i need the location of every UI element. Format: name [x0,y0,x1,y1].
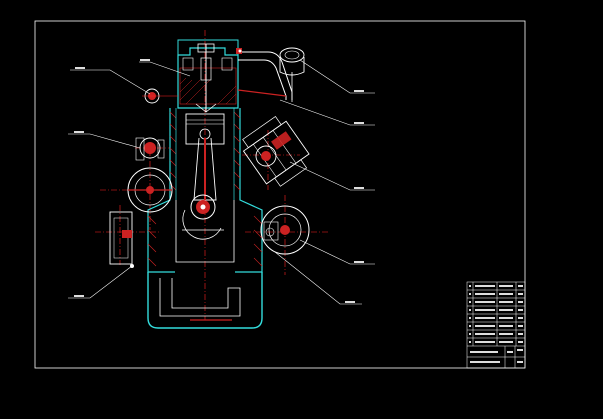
parts-list-row [469,285,523,287]
cylinder-head [177,39,239,113]
parts-list-index-glyph [469,325,471,327]
parts-list-row [467,289,525,295]
parts-list-designation-glyph [475,317,495,319]
parts-list-row [467,313,525,319]
air-filter [279,47,305,102]
engine-section-view [68,30,375,329]
leader-lines [68,59,375,305]
parts-list-name-glyph [499,309,513,311]
parts-list-frame [466,281,526,369]
parts-list-rows [467,285,525,343]
parts-list-row [467,337,525,343]
right-pulley [260,205,310,255]
parts-list-row [467,321,525,327]
parts-list-name-glyph [499,325,513,327]
parts-list-index-glyph [469,333,471,335]
crankshaft [182,194,224,240]
parts-list-name-glyph [499,301,513,303]
parts-list-row [467,305,525,311]
parts-list-index-glyph [469,301,471,303]
parts-list [466,281,526,369]
parts-list-qty-glyph [518,317,523,319]
parts-list-designation-glyph [475,333,495,335]
parts-list-name-glyph [499,317,513,319]
callout-labels [74,59,364,303]
parts-list-qty-glyph [518,285,523,287]
connecting-rod [193,137,217,201]
parts-list-name-glyph [499,285,513,287]
parts-list-designation-glyph [475,285,495,287]
parts-list-name-glyph [499,341,513,343]
parts-list-name-glyph [499,333,513,335]
drawing-frame [34,20,526,369]
parts-list-qty-glyph [518,309,523,311]
parts-list-index-glyph [469,341,471,343]
parts-list-row [467,297,525,303]
parts-list-name-glyph [499,293,513,295]
pump-gear [255,145,277,167]
parts-list-qty-glyph [518,301,523,303]
left-upper-component [135,137,165,161]
parts-list-designation-glyph [475,293,495,295]
title-block [470,349,523,363]
left-pulley [127,167,173,213]
parts-list-qty-glyph [518,325,523,327]
parts-list-index-glyph [469,293,471,295]
left-ball-component [142,88,178,104]
injection-pump [242,116,310,187]
oil-pan [147,272,263,329]
parts-list-row [467,329,525,335]
parts-list-index-glyph [469,285,471,287]
intake-pipe [236,48,293,100]
parts-list-designation-glyph [475,309,495,311]
parts-list-designation-glyph [475,301,495,303]
parts-list-qty-glyph [518,293,523,295]
parts-list-designation-glyph [475,341,495,343]
parts-list-designation-glyph [475,325,495,327]
parts-list-index-glyph [469,309,471,311]
parts-list-qty-glyph [518,333,523,335]
parts-list-index-glyph [469,317,471,319]
cylinder-block [147,108,263,273]
parts-list-qty-glyph [518,341,523,343]
